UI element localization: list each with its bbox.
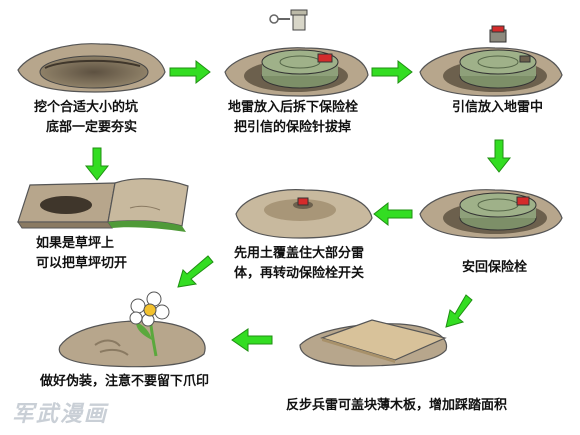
step-8-line-1: 反步兵雷可盖块薄木板，增加踩踏面积 [286, 398, 508, 413]
arrow-1-to-2 [169, 59, 211, 85]
step-7-line-1: 做好伪装，注意不要留下爪印 [40, 374, 210, 389]
step-1-line-1: 挖个合适大小的坑 [34, 100, 139, 115]
step-4-line-2: 可以把草坪切开 [36, 256, 128, 271]
step-5-caption: 先用土覆盖住大部分雷 体，再转动保险栓开关 [234, 244, 364, 284]
step-1-line-2: 底部一定要夯实 [46, 120, 138, 135]
pit-illustration [17, 43, 166, 93]
pin-reinstalled-illustration [419, 189, 563, 239]
step-1-caption: 挖个合适大小的坑 底部一定要夯实 [34, 98, 138, 138]
step-2-line-2: 把引信的保险针拔掉 [234, 120, 352, 135]
safety-pin-illustration [269, 9, 308, 31]
arrow-6-to-5 [373, 201, 413, 227]
flower-illustration [129, 291, 170, 327]
step-5-line-2: 体，再转动保险栓开关 [234, 266, 365, 281]
step-6-caption: 安回保险栓 [462, 258, 527, 278]
wooden-board-illustration [299, 319, 448, 367]
arrow-6-to-8 [445, 294, 473, 328]
flow-arrows [84, 59, 512, 352]
step-8-caption: 反步兵雷可盖块薄木板，增加踩踏面积 [286, 396, 507, 416]
step-2-caption: 地雷放入后拆下保险栓 把引信的保险针拔掉 [228, 98, 358, 138]
step-5-line-1: 先用土覆盖住大部分雷 [234, 246, 365, 261]
camouflage-illustration [58, 291, 206, 368]
arrow-1-down-to-4 [84, 147, 110, 181]
turf-cut-illustration [17, 178, 189, 232]
watermark: 军武漫画 [12, 402, 109, 427]
arrow-5-to-7 [177, 255, 214, 288]
step-3-caption: 引信放入地雷中 [452, 98, 543, 118]
step-3-line-1: 引信放入地雷中 [452, 100, 544, 115]
arrow-3-down-to-6 [486, 139, 512, 173]
arrow-2-to-3 [371, 59, 413, 85]
step-4-line-1: 如果是草坪上 [36, 236, 115, 251]
fuse-insert-illustration [419, 25, 563, 97]
step-4-caption: 如果是草坪上 可以把草坪切开 [36, 234, 127, 274]
covered-mound-illustration [235, 189, 373, 239]
arrow-8-to-7 [231, 328, 273, 352]
step-2-line-1: 地雷放入后拆下保险栓 [228, 100, 359, 115]
mine-in-pit-illustration [224, 9, 369, 97]
step-7-caption: 做好伪装，注意不要留下爪印 [40, 372, 209, 392]
step-6-line-1: 安回保险栓 [462, 260, 528, 275]
